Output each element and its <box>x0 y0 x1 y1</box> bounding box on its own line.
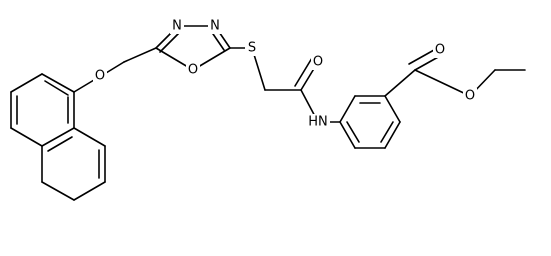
bond-aryl-oxygen <box>73 79 95 93</box>
atom-nh: HN <box>308 115 328 130</box>
bond-carbonyl-double-inner <box>294 57 313 87</box>
benzene-ring <box>339 95 401 149</box>
bond <box>41 127 75 147</box>
atom-n1: N <box>172 19 182 34</box>
bond-ester-carbonyl <box>414 55 441 71</box>
naphthalene-group <box>10 73 106 201</box>
bond-ester-oxygen <box>414 69 471 97</box>
double-bond-inner <box>44 80 69 96</box>
bond-ch2-ring <box>123 47 157 63</box>
bond <box>41 73 75 93</box>
double-bond-inner <box>380 121 394 143</box>
bond <box>384 95 401 123</box>
bond <box>339 95 356 123</box>
bond <box>384 121 401 149</box>
bond <box>339 121 356 149</box>
double-bond-inner <box>159 31 181 53</box>
bond <box>10 73 43 93</box>
atom-o-ring: O <box>188 63 198 78</box>
double-bond-inner <box>47 136 73 152</box>
bond-aryl-ester-carbon <box>384 69 416 97</box>
bond <box>73 181 106 201</box>
atom-labels: N N O S O O HN O O <box>93 18 477 130</box>
atom-s: S <box>248 41 256 56</box>
atom-o-amide: O <box>313 55 323 70</box>
bond <box>73 127 106 147</box>
atom-o-ether: O <box>95 69 105 84</box>
bond-oxygen-ch2 <box>105 61 125 74</box>
atom-n2: N <box>210 19 220 34</box>
bond <box>41 181 75 201</box>
bond-ester-carbonyl-inner <box>408 49 435 65</box>
double-bond-inner <box>210 30 225 51</box>
bond <box>10 127 43 147</box>
atom-o-ester-carbonyl: O <box>435 43 445 58</box>
atom-o-ester: O <box>465 89 475 104</box>
double-bond-inner <box>346 121 360 143</box>
